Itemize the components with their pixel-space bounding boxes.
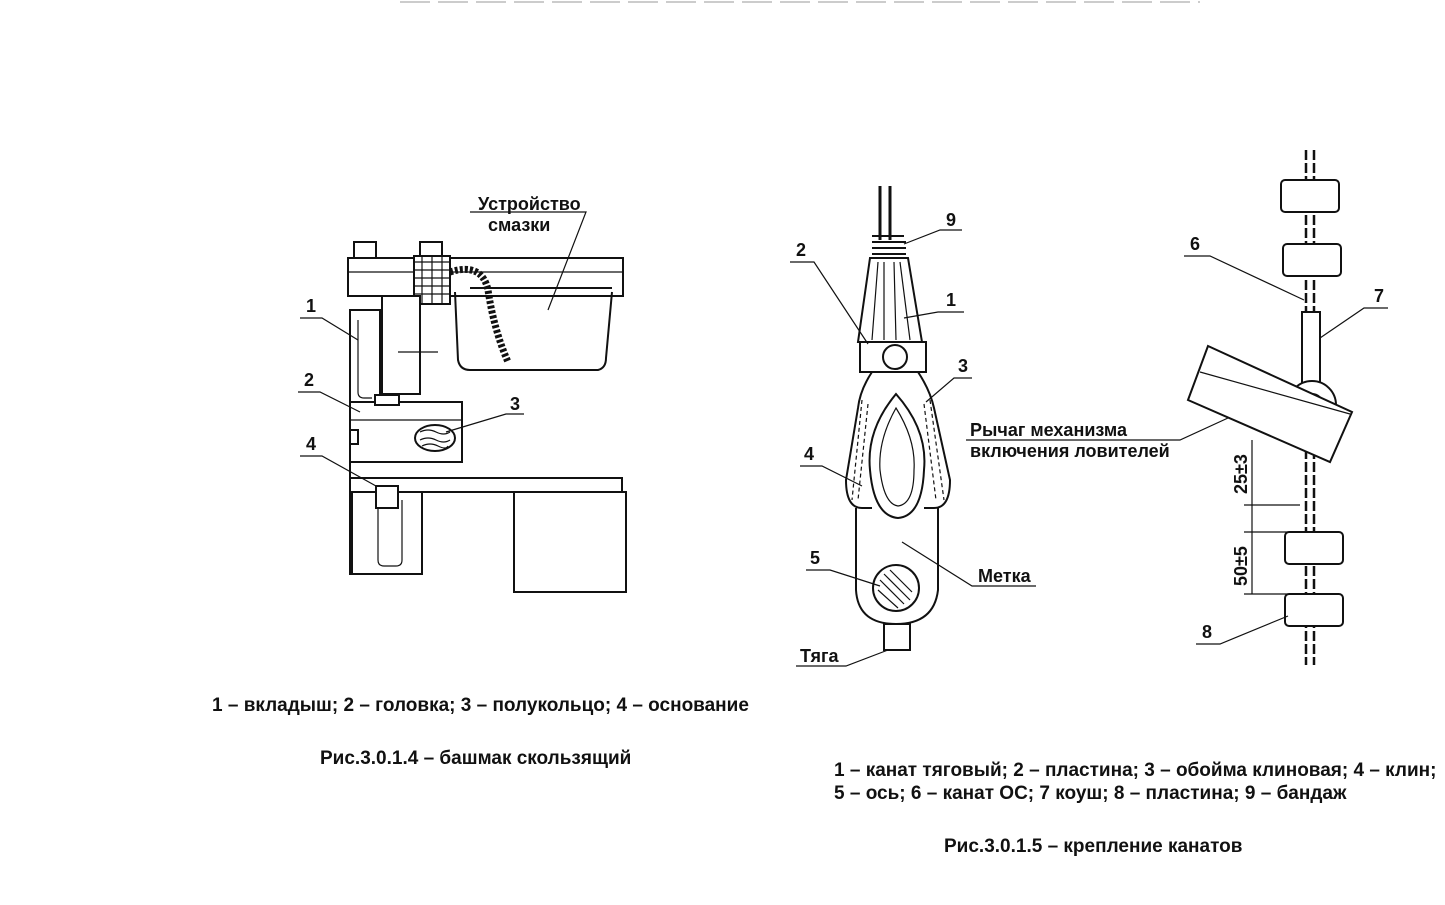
callout-4b: 4 — [804, 444, 814, 464]
clamp-1 — [1280, 179, 1340, 213]
catcher-lever — [1186, 344, 1354, 464]
leader-3 — [445, 413, 524, 433]
clamp-2 — [1282, 243, 1342, 277]
leader-lubricator — [470, 211, 587, 311]
callout-4: 4 — [306, 434, 316, 454]
callout-5: 5 — [810, 548, 820, 568]
leader-rod — [796, 649, 889, 667]
thimble-loop — [868, 392, 926, 520]
upper-wedge — [856, 257, 924, 343]
insert-liner — [349, 309, 381, 403]
guide-block — [381, 295, 421, 395]
leader-1 — [300, 317, 359, 341]
leader-6 — [1184, 255, 1305, 301]
label-rod: Тяга — [800, 646, 840, 666]
callout-3b: 3 — [958, 356, 968, 376]
leader-4 — [300, 455, 377, 487]
bolt-head-left — [353, 241, 377, 259]
axle — [872, 564, 920, 612]
leader-lever — [966, 417, 1229, 441]
wick — [448, 265, 512, 364]
label-lubricator-line1: Устройство — [478, 194, 581, 214]
label-mark: Метка — [978, 566, 1032, 586]
callout-7: 7 — [1374, 286, 1384, 306]
figure2-legend-line2: 5 – ось; 6 – канат ОС; 7 коуш; 8 – пласт… — [834, 783, 1347, 804]
clamp-4 — [1284, 593, 1344, 627]
guide-rail — [513, 491, 627, 593]
figure2-legend-line1: 1 – канат тяговый; 2 – пластина; 3 – обо… — [834, 760, 1436, 781]
leader-8 — [1196, 615, 1289, 645]
clamp-3 — [1284, 531, 1344, 565]
dimension-upper: 25±3 — [1231, 454, 1251, 494]
callout-1b: 1 — [946, 290, 956, 310]
wedge-housing — [844, 371, 952, 509]
figure2-caption: Рис.3.0.1.5 – крепление канатов — [944, 836, 1242, 857]
leader-1b — [903, 311, 964, 319]
label-lever-line2: включения ловителей — [970, 441, 1170, 461]
callout-3: 3 — [510, 394, 520, 414]
leader-5 — [806, 569, 881, 587]
leader-mark — [901, 541, 1036, 587]
lubricator-reservoir — [454, 291, 613, 371]
dimension-lower: 50±5 — [1231, 546, 1251, 586]
base-nut — [375, 485, 399, 509]
leader-2 — [298, 391, 361, 413]
leader-7 — [1319, 307, 1388, 339]
leader-4b — [800, 465, 863, 487]
callout-6: 6 — [1190, 234, 1200, 254]
callout-9: 9 — [946, 210, 956, 230]
bandage-coil — [872, 235, 906, 255]
callout-8: 8 — [1202, 622, 1212, 642]
figure2-rope-fastening-drawing — [844, 186, 952, 651]
callout-2: 2 — [304, 370, 314, 390]
label-lubricator-line2: смазки — [488, 215, 550, 235]
figure1-caption: Рис.3.0.1.4 – башмак скользящий — [320, 748, 631, 769]
leader-3b — [925, 377, 972, 403]
half-ring — [414, 424, 456, 452]
figure1-sliding-shoe-drawing — [347, 241, 627, 593]
label-lever-line1: Рычаг механизма — [970, 420, 1128, 440]
figure2-rope-detail-drawing — [1186, 150, 1354, 665]
callout-1: 1 — [306, 296, 316, 316]
callout-2b: 2 — [796, 240, 806, 260]
leader-2b — [790, 261, 869, 345]
rod — [883, 623, 911, 651]
figure1-legend: 1 – вкладыш; 2 – головка; 3 – полукольцо… — [212, 695, 749, 716]
leader-9 — [903, 229, 962, 245]
